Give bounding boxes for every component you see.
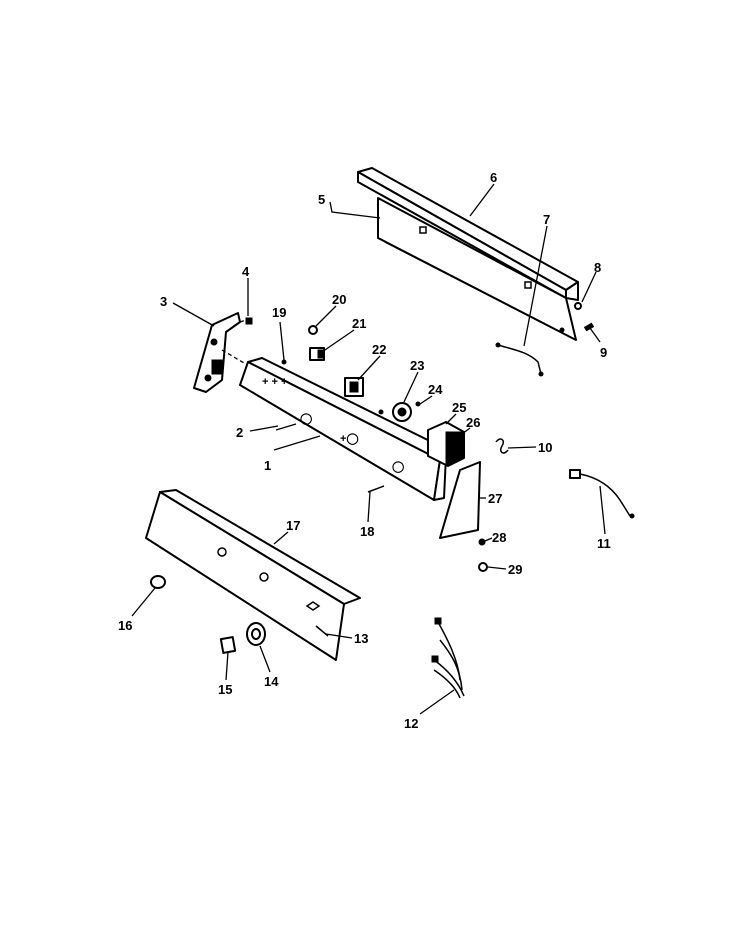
label-5: 5 [318,192,325,207]
part-11-cord [569,469,635,519]
label-7: 7 [543,212,550,227]
label-6: 6 [490,170,497,185]
label-2: 2 [236,425,243,440]
label-8: 8 [594,260,601,275]
label-11: 11 [597,536,611,551]
part-29-screw [478,562,488,572]
svg-text:◯: ◯ [392,461,404,473]
label-27: 27 [488,491,502,506]
label-10: 10 [538,440,552,455]
part-18-screw [367,485,385,493]
label-17: 17 [286,518,300,533]
svg-text:◯: ◯ [300,413,312,425]
part-9-screw [583,322,595,332]
part-24-screw [415,401,421,407]
label-9: 9 [600,345,607,360]
part-4-screw [245,317,253,325]
label-4: 4 [242,264,250,279]
part-23-timer [392,402,412,422]
label-15: 15 [218,682,232,697]
part-22-switch [344,377,364,397]
label-26: 26 [466,415,480,430]
label-19: 19 [272,305,286,320]
label-18: 18 [360,524,374,539]
part-21-switch [309,347,325,361]
label-12: 12 [404,716,418,731]
label-29: 29 [508,562,522,577]
part-17-front-panel [145,489,361,661]
part-16-button [150,575,166,589]
part-5-rear-panel [377,197,577,341]
part-3-end-bracket [193,312,241,393]
part-6-top-channel [357,167,579,301]
part-15-knob [219,636,237,654]
part-20-clip [308,325,318,335]
label-24: 24 [428,382,443,397]
svg-text:+◯: +◯ [340,433,359,445]
part-28-screw [478,538,486,546]
part-10-clip [495,438,509,454]
part-14-bezel [246,622,266,646]
part-8-screw [574,302,582,310]
label-1: 1 [264,458,271,473]
part-12-wire-harness [431,617,465,699]
part-19-screw [281,359,287,365]
part-labels: 1 2 3 4 5 6 7 8 9 10 11 12 13 14 15 16 1… [118,170,611,731]
leader-lines [131,183,606,715]
label-28: 28 [492,530,506,545]
label-22: 22 [372,342,386,357]
label-3: 3 [160,294,167,309]
part-27-end-cap [439,461,481,539]
part-7-wire [497,344,542,375]
panel-symbols: + + + ◯ +◯ ◯ [262,376,404,473]
svg-text:+ + +: + + + [262,376,287,388]
label-20: 20 [332,292,346,307]
label-16: 16 [118,618,132,633]
label-14: 14 [264,674,279,689]
part-25-timer-box [427,421,465,467]
label-25: 25 [452,400,466,415]
label-21: 21 [352,316,366,331]
label-23: 23 [410,358,424,373]
label-13: 13 [354,631,368,646]
